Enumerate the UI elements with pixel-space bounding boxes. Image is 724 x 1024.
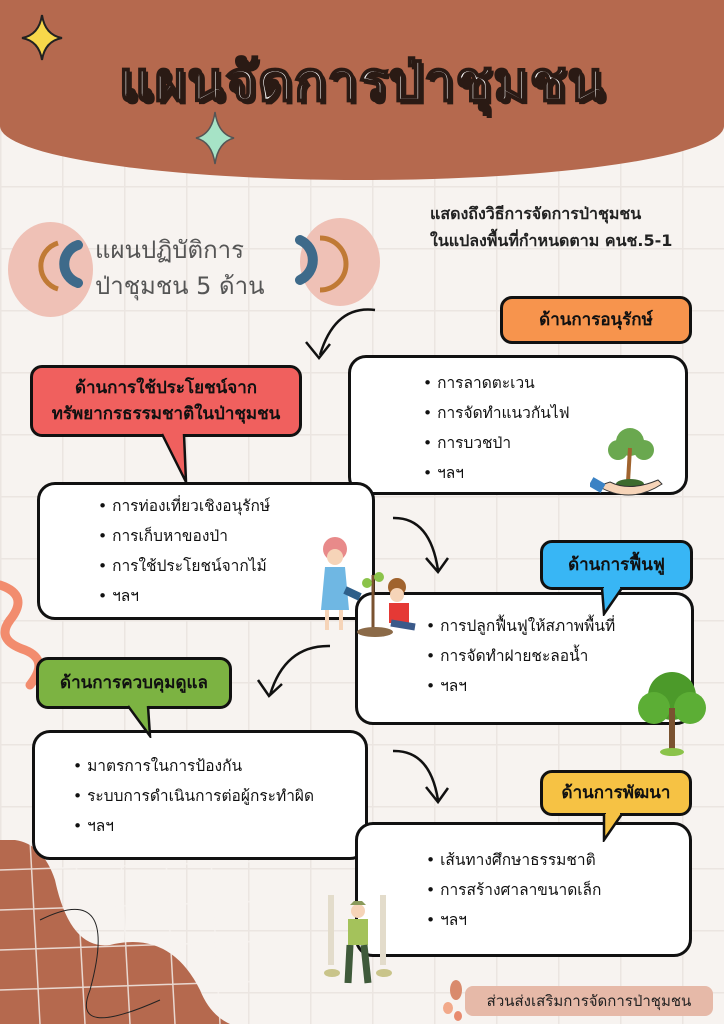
list-item: มาตรการในการป้องกัน: [73, 751, 314, 781]
restoration-box: การปลูกฟื้นฟูให้สภาพพื้นที่การจัดทำฝายชะ…: [355, 592, 694, 725]
speech-tail: [600, 586, 624, 616]
header-band: [0, 0, 724, 180]
control-list: มาตรการในการป้องกันระบบการดำเนินการต่อผู…: [73, 751, 314, 841]
bracket-left-icon: [38, 240, 83, 292]
tree-in-hand-icon: [590, 428, 663, 496]
decor-brown-blob: [0, 840, 300, 1024]
development-box: เส้นทางศึกษาธรรมชาติการสร้างศาลาขนาดเล็ก…: [355, 822, 692, 957]
restoration-list: การปลูกฟื้นฟูให้สภาพพื้นที่การจัดทำฝายชะ…: [426, 611, 615, 701]
speech-tail: [602, 812, 624, 842]
arrow-icon: [392, 749, 450, 805]
list-item: ฯลฯ: [73, 811, 314, 841]
forest-ranger-icon: [324, 895, 392, 984]
description-line-1: แสดงถึงวิธีการจัดการป่าชุมชน: [430, 204, 642, 223]
kids-planting-icon: [321, 537, 416, 637]
plan-subtitle: แผนปฏิบัติการป่าชุมชน 5 ด้าน: [95, 232, 265, 304]
utilization-box: การท่องเที่ยวเชิงอนุรักษ์การเก็บหาของป่า…: [37, 482, 375, 620]
utilization-label: ด้านการใช้ประโยชน์จากทรัพยากรธรรมชาติในป…: [30, 365, 302, 437]
utilization-label-line-2: ทรัพยากรธรรมชาติในป่าชุมชน: [51, 404, 281, 424]
development-label: ด้านการพัฒนา: [540, 770, 692, 816]
conservation-box: การลาดตะเวนการจัดทำแนวกันไฟการบวชป่าฯลฯ: [348, 355, 688, 495]
list-item: ฯลฯ: [98, 581, 270, 611]
list-item: ฯลฯ: [426, 905, 601, 935]
subtitle-line-2: ป่าชุมชน 5 ด้าน: [95, 272, 265, 300]
list-item: การจัดทำฝายชะลอน้ำ: [426, 641, 615, 671]
arrow-icon: [256, 644, 331, 698]
conservation-label: ด้านการอนุรักษ์: [500, 296, 692, 344]
list-item: การใช้ประโยชน์จากไม้: [98, 551, 270, 581]
speech-tail: [160, 432, 188, 483]
restoration-label: ด้านการฟื้นฟู: [540, 540, 693, 590]
decor-blob-left: [8, 222, 93, 317]
arrow-icon: [305, 308, 376, 361]
list-item: เส้นทางศึกษาธรรมชาติ: [426, 845, 601, 875]
list-item: การบวชป่า: [423, 428, 570, 458]
footer-tag: ส่วนส่งเสริมการจัดการป่าชุมชน: [465, 986, 713, 1016]
list-item: ระบบการดำเนินการต่อผู้กระทำผิด: [73, 781, 314, 811]
sparkle-icon: [21, 14, 63, 61]
subtitle-line-1: แผนปฏิบัติการ: [95, 236, 245, 264]
speech-tail: [126, 704, 152, 738]
page-title: แผนจัดการป่าชุมชน: [118, 49, 606, 114]
list-item: การปลูกฟื้นฟูให้สภาพพื้นที่: [426, 611, 615, 641]
list-item: การท่องเที่ยวเชิงอนุรักษ์: [98, 491, 270, 521]
arrow-icon: [392, 516, 450, 575]
conservation-list: การลาดตะเวนการจัดทำแนวกันไฟการบวชป่าฯลฯ: [423, 368, 570, 488]
list-item: การลาดตะเวน: [423, 368, 570, 398]
control-label: ด้านการควบคุมดูแล: [36, 657, 232, 709]
control-box: มาตรการในการป้องกันระบบการดำเนินการต่อผู…: [32, 730, 368, 860]
development-list: เส้นทางศึกษาธรรมชาติการสร้างศาลาขนาดเล็ก…: [426, 845, 601, 935]
utilization-label-line-1: ด้านการใช้ประโยชน์จาก: [74, 378, 258, 398]
list-item: ฯลฯ: [426, 671, 615, 701]
description: แสดงถึงวิธีการจัดการป่าชุมชนในแปลงพื้นที…: [430, 200, 672, 254]
list-item: ฯลฯ: [423, 458, 570, 488]
list-item: การสร้างศาลาขนาดเล็ก: [426, 875, 601, 905]
bracket-right-icon: [295, 235, 349, 293]
description-line-2: ในแปลงพื้นที่กำหนดตาม คนช.5-1: [430, 231, 673, 250]
star-icon: [195, 111, 235, 165]
list-item: การจัดทำแนวกันไฟ: [423, 398, 570, 428]
decor-petals: [443, 980, 462, 1021]
tree-icon: [638, 672, 706, 756]
utilization-list: การท่องเที่ยวเชิงอนุรักษ์การเก็บหาของป่า…: [98, 491, 270, 611]
list-item: การเก็บหาของป่า: [98, 521, 270, 551]
